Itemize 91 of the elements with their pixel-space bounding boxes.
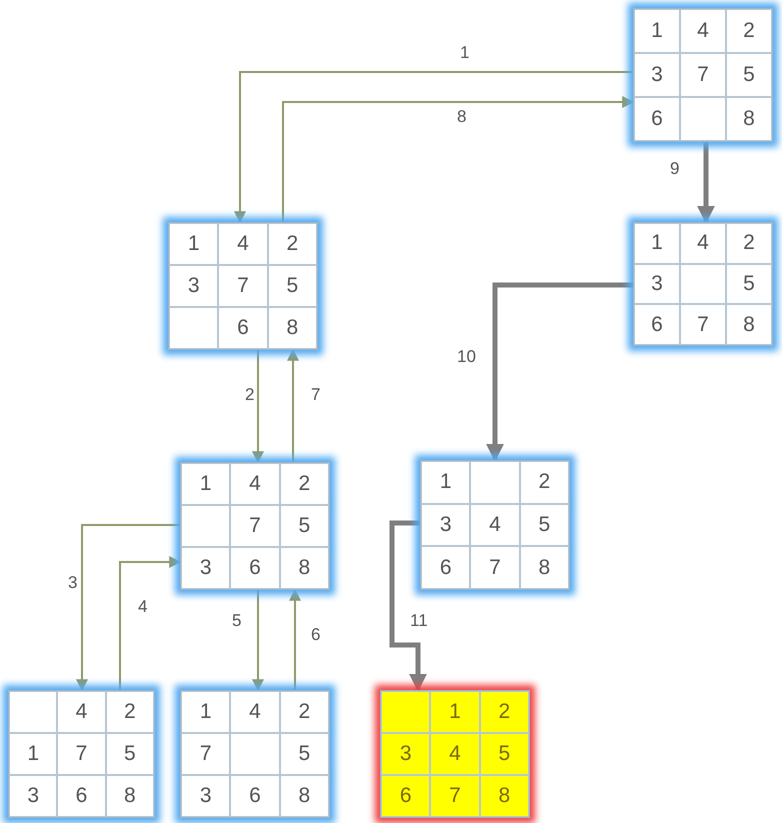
board-tile: 1 [634,9,680,53]
arrow [390,520,427,692]
board-tile: 7 [181,733,230,775]
board-tile: 1 [169,223,218,265]
board-tile: 3 [181,775,230,817]
board-tile: 1 [421,461,470,504]
empty-tile [230,733,280,775]
board-tile: 3 [421,504,470,546]
board-tile: 2 [268,223,317,265]
board-tile: 7 [470,546,520,589]
arrow [119,556,182,690]
board-tile: 8 [280,775,329,817]
arrow [234,71,633,224]
empty-tile [470,461,520,504]
board-tile: 3 [634,264,680,304]
board-tile: 7 [430,775,480,817]
board-tile: 8 [106,775,154,817]
board-tile: 8 [726,97,772,141]
board-tile: 6 [230,775,280,817]
board-tile: 5 [480,733,529,775]
board-tile: 5 [280,733,329,775]
empty-tile [169,307,218,349]
puzzle-board [380,690,530,818]
board-tile: 7 [57,733,106,775]
board-tile: 5 [106,733,154,775]
board-tile: 5 [726,53,772,97]
board-tile: 5 [726,264,772,304]
board-tile: 2 [280,691,329,733]
board-tile: 4 [230,691,280,733]
board-tile: 7 [218,265,268,307]
board-tile: 4 [680,9,726,53]
board-tile: 4 [230,463,280,505]
puzzle-board [168,222,318,350]
puzzle-board [633,8,773,142]
board-tile: 3 [169,265,218,307]
arrow [282,96,634,222]
board-tile: 4 [430,733,480,775]
board-tile: 2 [726,9,772,53]
board-tile: 3 [181,547,230,589]
board-tile: 6 [634,97,680,141]
board-tile: 2 [726,223,772,264]
board-tile: 1 [634,223,680,264]
board-tile: 6 [421,546,470,589]
puzzle-board [180,690,330,818]
empty-tile [9,691,58,733]
board-tile: 6 [218,307,268,349]
board-tile: 4 [218,223,268,265]
board-tile: 6 [57,775,106,817]
board-tile: 2 [520,461,569,504]
board-tile: 7 [680,53,726,97]
board-tile: 5 [268,265,317,307]
arrow [252,590,264,692]
arrow [486,282,633,462]
board-tile: 8 [520,546,569,589]
board-tile: 8 [268,307,317,349]
arrow [252,350,264,464]
board-tile: 1 [181,691,230,733]
puzzle-board [180,462,330,590]
board-tile: 4 [57,691,106,733]
empty-tile [680,97,726,141]
board-tile: 2 [480,691,529,733]
empty-tile [381,691,430,733]
board-tile: 1 [181,463,230,505]
arrow [289,588,301,690]
arrow [697,142,715,224]
board-tile: 3 [381,733,430,775]
board-tile: 8 [726,304,772,345]
board-tile: 3 [9,775,58,817]
board-tile: 1 [430,691,480,733]
board-tile: 7 [230,505,280,547]
board-tile: 1 [9,733,58,775]
board-tile: 6 [634,304,680,345]
puzzle-board [420,460,570,590]
empty-tile [181,505,230,547]
arrow [287,348,299,462]
board-tile: 7 [680,304,726,345]
arrow [76,524,180,692]
board-tile: 4 [680,223,726,264]
board-tile: 5 [520,504,569,546]
board-tile: 8 [480,775,529,817]
board-tile: 2 [280,463,329,505]
empty-tile [680,264,726,304]
board-tile: 6 [381,775,430,817]
board-tile: 6 [230,547,280,589]
board-tile: 5 [280,505,329,547]
board-tile: 2 [106,691,154,733]
board-tile: 4 [470,504,520,546]
board-tile: 8 [280,547,329,589]
board-tile: 3 [634,53,680,97]
puzzle-board [633,222,773,346]
puzzle-board [8,690,155,818]
